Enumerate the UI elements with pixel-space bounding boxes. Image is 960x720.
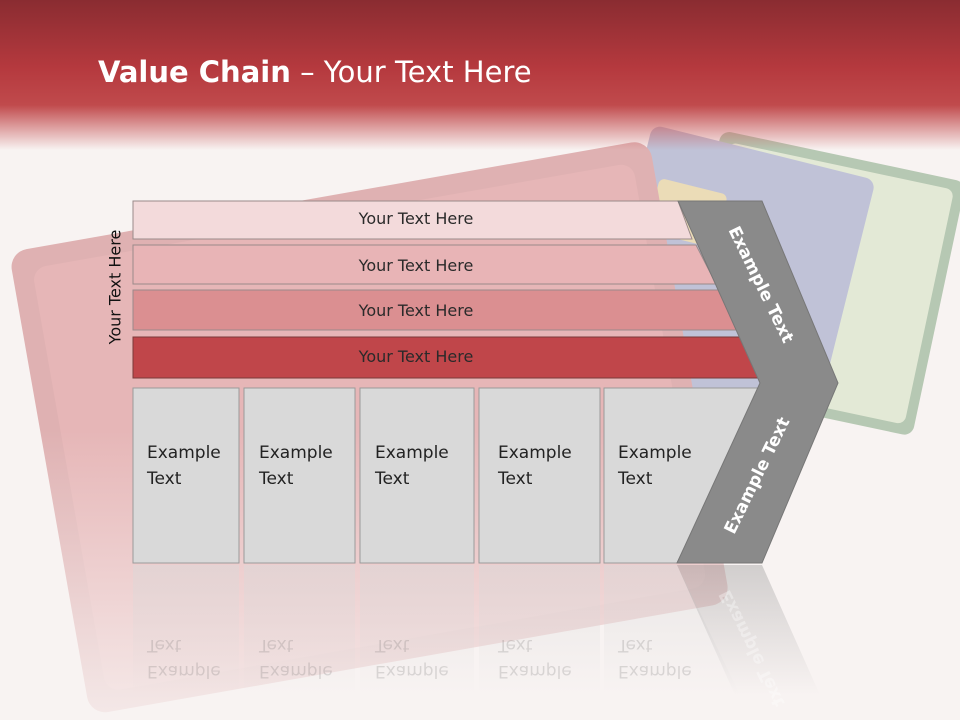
chevron-arrow[interactable] [676, 200, 839, 564]
column-text-2: Example Text [259, 440, 359, 492]
column-text-line1: Example [259, 443, 333, 463]
row-label-3: Your Text Here [358, 301, 474, 320]
column-text-4: Example Text [498, 440, 598, 492]
column-reflection [244, 565, 355, 695]
row-label-4: Your Text Here [358, 347, 474, 366]
column-text-reflection: Example Text [618, 632, 718, 684]
column-text-line2: Text [498, 469, 533, 489]
column-box-4[interactable] [478, 387, 601, 564]
title-bold: Value Chain [98, 55, 291, 89]
column-text-5: Example Text [618, 440, 718, 492]
column-text-line1: Example [147, 443, 221, 463]
column-text-line1: Example [375, 443, 449, 463]
reflection-line1: Example [147, 661, 221, 681]
column-text-line2: Text [618, 469, 653, 489]
column-text-line2: Text [147, 469, 182, 489]
column-text-reflection: Example Text [259, 632, 359, 684]
column-text-1: Example Text [147, 440, 247, 492]
reflection-line1: Example [375, 661, 449, 681]
reflection-line2: Text [375, 635, 410, 655]
reflection-line2: Text [147, 635, 182, 655]
reflection-line1: Example [618, 661, 692, 681]
column-box-2[interactable] [243, 387, 356, 564]
reflection-line1: Example [259, 661, 333, 681]
row-label-1: Your Text Here [358, 209, 474, 228]
reflection-line2: Text [259, 635, 294, 655]
title-rest: – Your Text Here [290, 55, 532, 89]
reflection-line2: Text [618, 635, 653, 655]
column-text-reflection: Example Text [147, 632, 247, 684]
column-text-line2: Text [375, 469, 410, 489]
column-reflection [360, 565, 474, 695]
column-text-reflection: Example Text [375, 632, 475, 684]
column-box-3[interactable] [359, 387, 475, 564]
column-text-3: Example Text [375, 440, 475, 492]
slide-title: Value Chain – Your Text Here [98, 55, 532, 95]
column-reflection [479, 565, 600, 695]
reflection-line1: Example [498, 661, 572, 681]
column-text-line2: Text [259, 469, 294, 489]
column-reflection [133, 565, 239, 695]
column-text-line1: Example [618, 443, 692, 463]
row-label-2: Your Text Here [358, 256, 474, 275]
row-band-1[interactable] [132, 200, 693, 240]
column-box-1[interactable] [132, 387, 240, 564]
column-text-reflection: Example Text [498, 632, 598, 684]
chevron-reflection [677, 565, 820, 695]
column-text-line1: Example [498, 443, 572, 463]
reflection-line2: Text [498, 635, 533, 655]
side-label: Your Text Here [105, 229, 125, 345]
header-band [0, 0, 960, 150]
column-reflection [604, 565, 740, 695]
